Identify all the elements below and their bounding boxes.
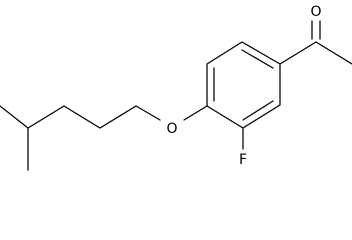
aromatic-inner-bond-bottom-right xyxy=(242,100,274,121)
acetyl-group: O xyxy=(279,4,352,65)
oxygen-chain-bond xyxy=(135,105,161,121)
carbonyl-oxygen-label: O xyxy=(310,4,321,20)
ring-bond-c3-c4 xyxy=(242,104,281,129)
chemical-structure-diagram: O F O xyxy=(0,0,352,176)
fluoro-substituent: F xyxy=(239,127,247,168)
ring-bond-c4-c5 xyxy=(206,105,244,129)
chain-bond-3 xyxy=(63,105,101,129)
chain-bond-2 xyxy=(99,105,137,129)
aromatic-inner-bond-top-right xyxy=(241,49,274,69)
benzene-ring xyxy=(206,41,281,129)
acetyl-methyl-bond xyxy=(315,41,352,65)
background xyxy=(0,0,352,176)
chain-bond-4 xyxy=(27,105,65,129)
ether-oxygen-label: O xyxy=(166,121,177,137)
aryl-ether-bond xyxy=(183,105,208,121)
structure-canvas: O F O xyxy=(0,0,352,176)
ring-bond-c6-c1 xyxy=(206,41,243,65)
ring-bond-c1-c2 xyxy=(241,41,281,65)
acetyl-bond-ring-carbonyl xyxy=(279,41,317,65)
methyl-branch-left xyxy=(0,105,29,129)
fluorine-label: F xyxy=(239,152,247,168)
ether-chain: O xyxy=(0,105,208,171)
